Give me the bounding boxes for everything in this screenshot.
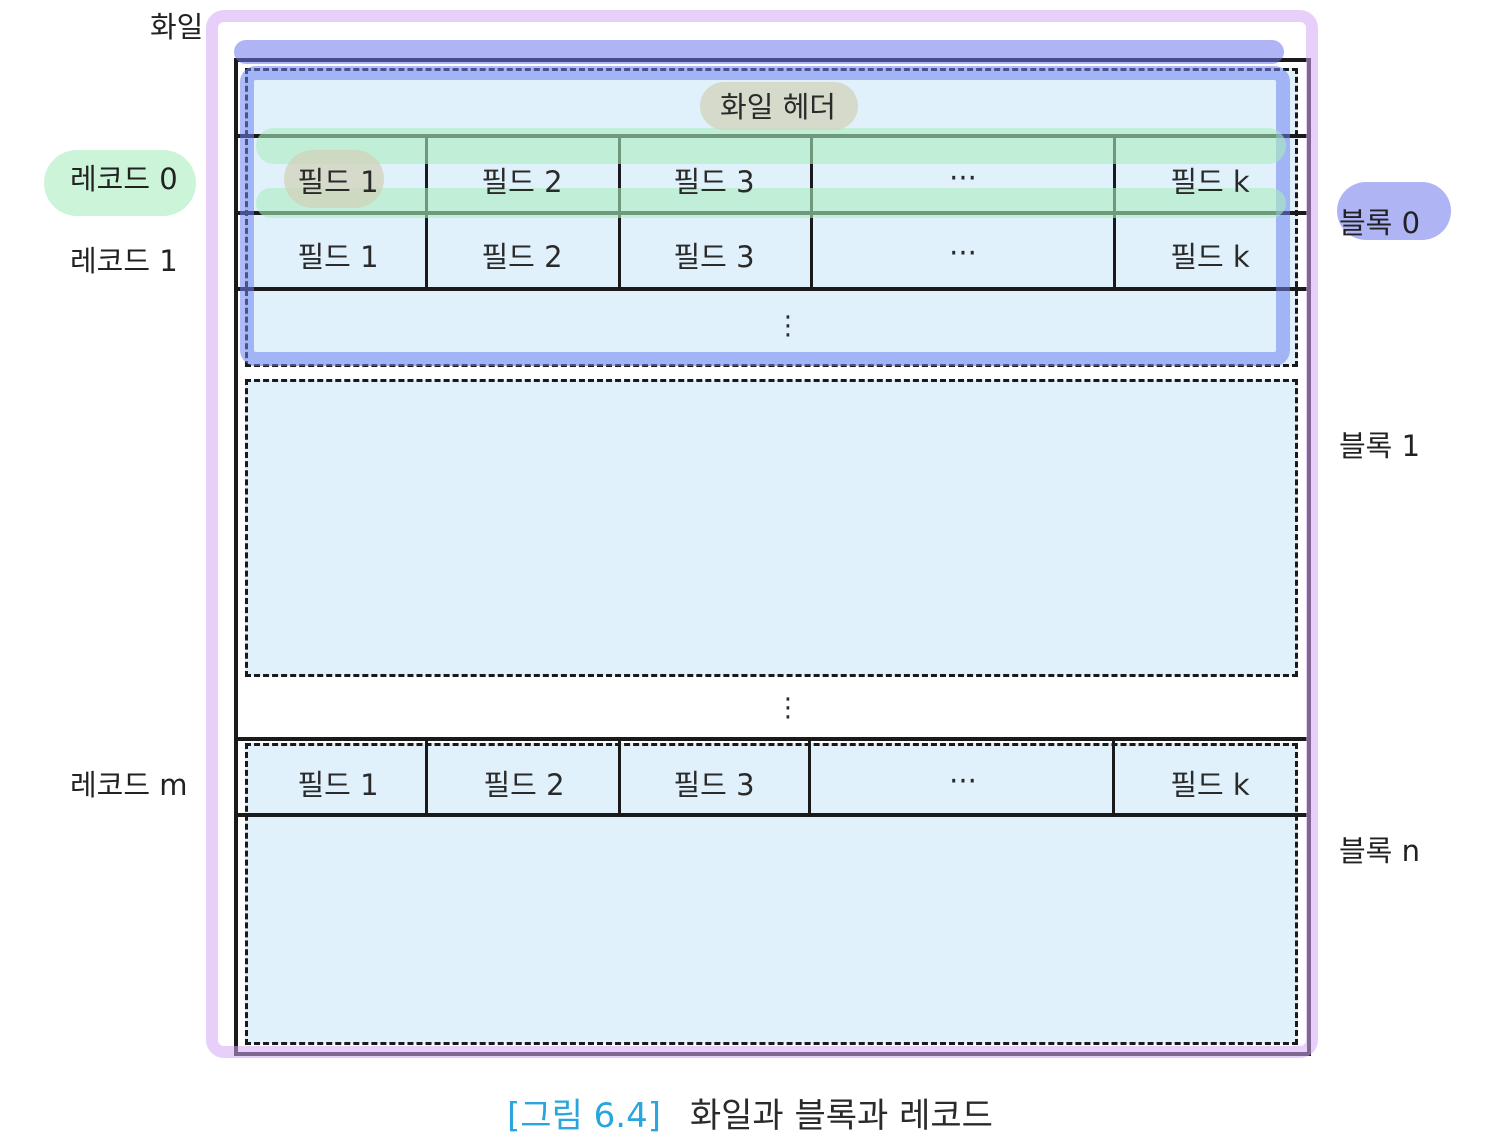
record-1-field-3: 필드 3 bbox=[673, 240, 755, 274]
record-0-field-k: 필드 k bbox=[1170, 165, 1250, 199]
block-0-label-highlight bbox=[1337, 182, 1451, 240]
record-m-field-3: 필드 3 bbox=[673, 768, 755, 802]
record-m-field-1: 필드 1 bbox=[297, 768, 379, 802]
record-1-field-1: 필드 1 bbox=[297, 240, 379, 274]
record-0-ellipsis: ··· bbox=[949, 161, 977, 195]
block-1-label: 블록 1 bbox=[1339, 429, 1421, 463]
record-0-field-3: 필드 3 bbox=[673, 165, 755, 199]
more-records-ellipsis: ⋮ bbox=[775, 311, 801, 341]
file-header-label: 화일 헤더 bbox=[720, 90, 836, 124]
record-1-ellipsis: ··· bbox=[949, 236, 977, 270]
block-1-fill bbox=[245, 380, 1298, 676]
block-0-highlight bbox=[240, 66, 1290, 366]
record-0-highlight bbox=[256, 128, 1286, 164]
record-m-separator bbox=[234, 813, 1311, 817]
record-1-label: 레코드 1 bbox=[70, 244, 178, 278]
record-1-field-2: 필드 2 bbox=[481, 240, 563, 274]
figure-caption: [그림 6.4] 화일과 블록과 레코드 bbox=[0, 1088, 1500, 1137]
field-divider bbox=[618, 739, 621, 815]
field-divider bbox=[808, 739, 811, 815]
field-highlight bbox=[284, 150, 384, 208]
block-0-label: 블록 0 bbox=[1339, 206, 1421, 240]
record-m-ellipsis: ··· bbox=[949, 764, 977, 798]
block-1-boundary bbox=[245, 379, 1298, 677]
field-divider bbox=[425, 739, 428, 815]
block-n-boundary bbox=[245, 743, 1298, 1045]
record-m-field-2: 필드 2 bbox=[483, 768, 565, 802]
figure-number: [그림 6.4] bbox=[507, 1096, 661, 1136]
record-0-label: 레코드 0 bbox=[70, 162, 178, 196]
record-0-field-1: 필드 1 bbox=[297, 165, 379, 199]
record-m-field-k: 필드 k bbox=[1170, 768, 1250, 802]
block-0-highlight-top bbox=[234, 40, 1284, 64]
file-highlight bbox=[206, 10, 1318, 1058]
file-header-highlight bbox=[700, 82, 858, 130]
more-blocks-ellipsis: ⋮ bbox=[775, 693, 801, 723]
record-1-separator bbox=[234, 287, 1311, 291]
record-1-field-k: 필드 k bbox=[1170, 240, 1250, 274]
file-label: 화일 bbox=[150, 10, 204, 44]
block-n-label: 블록 n bbox=[1339, 834, 1420, 868]
record-0-label-highlight bbox=[44, 150, 196, 216]
record-0-highlight bbox=[256, 188, 1286, 218]
field-divider bbox=[1112, 739, 1115, 815]
figure-title: 화일과 블록과 레코드 bbox=[689, 1096, 993, 1136]
block-n-fill bbox=[245, 743, 1298, 1044]
record-m-top-line bbox=[234, 737, 1311, 741]
record-0-field-2: 필드 2 bbox=[481, 165, 563, 199]
record-m-label: 레코드 m bbox=[70, 768, 188, 802]
